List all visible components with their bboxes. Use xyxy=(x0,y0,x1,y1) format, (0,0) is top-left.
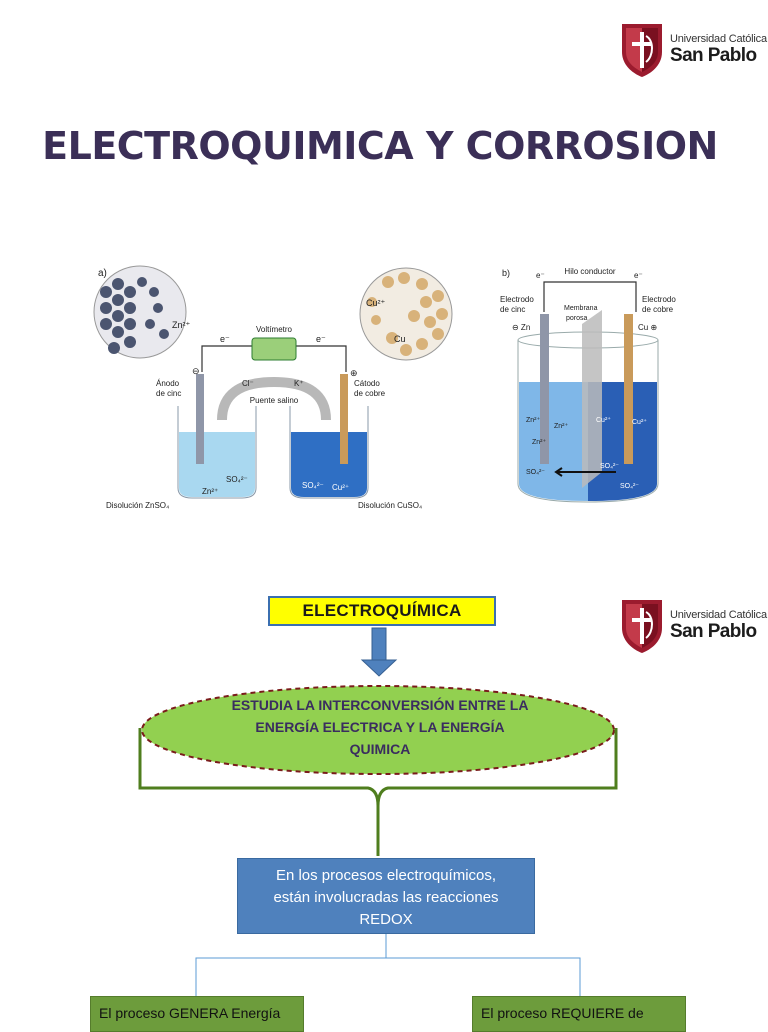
redox-line3: REDOX xyxy=(359,911,413,928)
zn2-bottom-a: Zn²⁺ xyxy=(202,487,218,496)
electron-a2: e⁻ xyxy=(316,334,326,344)
so4-left-a: SO₄²⁻ xyxy=(226,475,248,484)
galvanic-cell-diagram-a: a) Zn²⁺ Cu²⁺ Cu Voltímetro e⁻ e⁻ Cl⁻ K⁺ … xyxy=(93,265,453,510)
logo2-line2: San Pablo xyxy=(670,620,757,642)
cu-label-a: Cu xyxy=(394,334,406,344)
so4-b3: SO₄²⁻ xyxy=(620,483,639,490)
salt-bridge-label: Puente salino xyxy=(250,396,299,405)
cu2-label-a: Cu²⁺ xyxy=(366,298,386,308)
membrane-label-1: Membrana xyxy=(564,305,598,312)
zn2-b3: Zn²⁺ xyxy=(532,439,547,446)
copper-electrode-label-1: Electrodo xyxy=(642,295,676,304)
zn-label-b: ⊖ Zn xyxy=(512,323,530,332)
slide-title: ELECTROQUIMICA Y CORROSION xyxy=(42,124,718,168)
electron-a1: e⁻ xyxy=(220,334,230,344)
zinc-electrode-b xyxy=(540,314,549,464)
cl-ion: Cl⁻ xyxy=(242,379,254,388)
shield-logo-icon xyxy=(622,600,662,653)
cathode-label-1: Cátodo xyxy=(354,379,380,388)
redox-line1: En los procesos electroquímicos, xyxy=(275,867,497,884)
wire-label: Hilo conductor xyxy=(564,267,615,276)
zinc-electrode-label-2: de cinc xyxy=(500,305,525,314)
cu2-bottom-a: Cu²⁺ xyxy=(332,483,349,492)
minus-sign-a: ⊖ xyxy=(192,366,200,376)
copper-atoms xyxy=(367,272,448,356)
membrane-label-2: porosa xyxy=(566,315,588,322)
porous-membrane xyxy=(582,310,602,488)
zinc-electrode-a xyxy=(196,374,204,464)
logo-line2: San Pablo xyxy=(670,44,757,66)
definition-line1: ESTUDIA LA INTERCONVERSIÓN ENTRE LA xyxy=(231,697,529,713)
electron-b2: e⁻ xyxy=(634,271,643,280)
cu2-b1: Cu²⁺ xyxy=(596,416,611,424)
so4-right-a: SO₄²⁻ xyxy=(302,481,324,490)
cathode-label-2: de cobre xyxy=(354,389,386,398)
zn2-b1: Zn²⁺ xyxy=(526,417,541,424)
definition-line3: QUIMICA xyxy=(349,741,411,757)
plus-sign-a: ⊕ xyxy=(350,368,358,378)
solution-right-label: Disolución CuSO₄ xyxy=(358,501,422,510)
university-logo-2: Universidad Católica San Pablo xyxy=(620,598,767,654)
electron-b1: e⁻ xyxy=(536,271,545,280)
panel-b-label: b) xyxy=(502,268,510,278)
voltmeter-label: Voltímetro xyxy=(256,325,293,334)
electroquimica-header-box: ELECTROQUÍMICA xyxy=(268,596,496,626)
definition-line2: ENERGÍA ELECTRICA Y LA ENERGÍA xyxy=(255,719,505,735)
cu-label-b: Cu ⊕ xyxy=(638,323,657,332)
zinc-electrode-label-1: Electrodo xyxy=(500,295,534,304)
panel-a-label: a) xyxy=(98,268,107,279)
anode-label-2: de cinc xyxy=(156,389,181,398)
so4-b2: SO₄²⁻ xyxy=(600,463,619,470)
solution-left-label: Disolución ZnSO₄ xyxy=(106,501,169,510)
left-branch-box: El proceso GENERA Energía xyxy=(90,996,304,1032)
zn2-b2: Zn²⁺ xyxy=(554,423,569,430)
cu2-b2: Cu²⁺ xyxy=(632,418,647,426)
definition-text: ESTUDIA LA INTERCONVERSIÓN ENTRE LA ENER… xyxy=(180,694,580,760)
k-ion: K⁺ xyxy=(294,379,304,388)
university-logo: Universidad Católica San Pablo xyxy=(620,22,767,78)
redox-line2: están involucradas las reacciones xyxy=(273,889,499,906)
right-branch-box: El proceso REQUIERE de xyxy=(472,996,686,1032)
galvanic-cell-diagram-b: b) Hilo conductor e⁻ e⁻ Electrodo de cin… xyxy=(500,267,676,503)
zinc-atoms xyxy=(100,277,169,354)
anode-label-1: Ánodo xyxy=(156,379,180,388)
zn2-label-a: Zn²⁺ xyxy=(172,320,191,330)
so4-b1: SO₄²⁻ xyxy=(526,469,545,476)
redox-box: En los procesos electroquímicos, están i… xyxy=(237,858,535,934)
logo-line1: Universidad Católica xyxy=(670,33,767,46)
shield-logo-icon xyxy=(622,24,662,77)
copper-electrode-label-2: de cobre xyxy=(642,305,674,314)
logo2-line1: Universidad Católica xyxy=(670,609,767,622)
copper-electrode-a xyxy=(340,374,348,464)
copper-electrode-b xyxy=(624,314,633,464)
